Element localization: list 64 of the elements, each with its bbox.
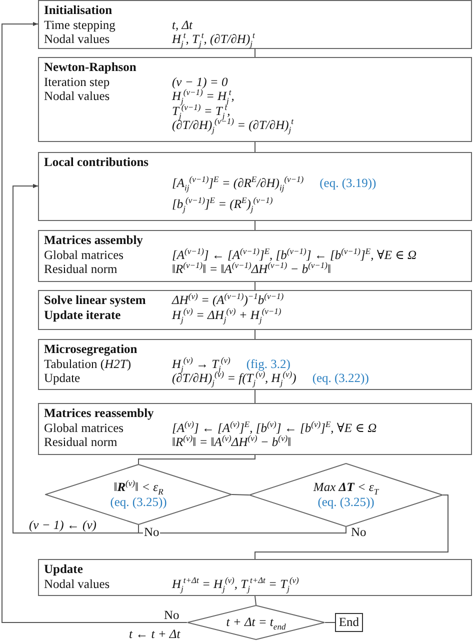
row-label: Solve linear system bbox=[44, 293, 147, 308]
connector-line bbox=[254, 330, 256, 340]
process-box bbox=[38, 290, 472, 330]
process-box bbox=[38, 559, 472, 596]
connector-line bbox=[324, 622, 336, 623]
connector-line bbox=[254, 48, 256, 58]
condition-text: ‖R$^{(ν)}$‖ < ε$_{R}$ bbox=[114, 480, 164, 494]
box-heading: Local contributions bbox=[44, 155, 150, 170]
formula: [A$^{(ν)}$] ← [A$^{(ν)}$]$^{E}$, [b$^{(ν)}$] ← [b$^{(ν)}$]$^{E}$, ∀E ∈ Ω bbox=[172, 420, 377, 435]
connector-line bbox=[254, 220, 256, 230]
box-heading: Matrices reassembly bbox=[44, 406, 155, 420]
formula: ‖R$^{(ν−1)}$‖ = ‖A$^{(ν−1)}$ΔH$^{(ν−1)}$ − b$^{(ν−1)}$‖ bbox=[172, 262, 332, 276]
process-box bbox=[38, 152, 472, 221]
connector-line bbox=[254, 390, 256, 404]
row-label: Nodal values bbox=[44, 576, 111, 591]
connector-line bbox=[254, 596, 256, 606]
box-heading: Matrices assembly bbox=[44, 233, 144, 248]
formula: ‖R$^{(ν)}$‖ = ‖A$^{(ν)}$ΔH$^{(ν)}$ − b$^{(ν)}$‖ bbox=[172, 435, 292, 450]
reference-link: (eq. (3.19)) bbox=[320, 176, 376, 190]
connector-line bbox=[254, 282, 256, 290]
process-box bbox=[38, 230, 472, 282]
reference-link: (fig. 3.2) bbox=[246, 356, 290, 371]
row-label: Update bbox=[44, 371, 82, 386]
formula: [A$^{(ν−1)}$] ← [A$^{(ν−1)}$]$^{E}$, [b$^{(ν−1)}$] ← [b$^{(ν−1)}$]$^{E}$, ∀E ∈ Ω bbox=[172, 248, 417, 262]
connector-line bbox=[232, 494, 250, 496]
formula: (ν − 1) = 0 bbox=[172, 74, 228, 89]
reference-link: (eq. (3.25)) bbox=[110, 494, 167, 510]
row-label: Nodal values bbox=[44, 89, 111, 105]
process-box bbox=[38, 403, 472, 455]
reference-link: (eq. (3.22)) bbox=[312, 371, 369, 386]
formula: T$_{j}$$^{(ν−1)}$ = T$_{j}$$^{t}$, bbox=[172, 104, 230, 118]
row-label: Global matrices bbox=[44, 420, 124, 435]
formula: ΔH$^{(ν)}$ = (A$^{(ν−1)}$)$^{−1}$b$^{(ν−1)}$ bbox=[172, 293, 284, 308]
condition-text: Max ΔT < ε$_{T}$ bbox=[313, 480, 379, 495]
row-label: Global matrices bbox=[44, 248, 124, 262]
row-label: Time stepping bbox=[44, 18, 116, 32]
row-label: Update iterate bbox=[44, 308, 122, 322]
box-heading: Update bbox=[44, 562, 84, 576]
row-label: Tabulation (H2T) bbox=[44, 356, 132, 371]
formula: (∂T/∂H)$_{j}$$^{(ν)}$ = f(T$_{j}$$^{(ν)}$, H$_{j}$$^{(ν)}$) bbox=[172, 371, 296, 386]
decision-diamond bbox=[187, 605, 325, 640]
connector-line bbox=[254, 494, 448, 560]
row-label: Iteration step bbox=[44, 74, 111, 89]
row-label: Residual norm bbox=[44, 435, 118, 450]
decision-diamond bbox=[249, 463, 443, 527]
process-box bbox=[38, 339, 472, 390]
process-box bbox=[38, 57, 472, 142]
edge-label: No bbox=[143, 526, 160, 539]
formula: H$_{j}$$^{(ν−1)}$ = H$_{j}$$^{t}$, bbox=[172, 89, 234, 104]
connector-line bbox=[138, 454, 256, 464]
arrow bbox=[2, 22, 188, 623]
edge-label: No bbox=[163, 609, 180, 622]
formula: t, Δt bbox=[172, 18, 193, 32]
condition-text: t + Δt = t$_{end}$ bbox=[226, 615, 286, 630]
box-heading: Initialisation bbox=[44, 3, 114, 18]
box-heading: Microsegregation bbox=[44, 342, 138, 356]
edge-label: No bbox=[350, 526, 368, 539]
connector-line bbox=[254, 142, 256, 152]
process-box bbox=[38, 0, 472, 49]
reference-link: (eq. (3.25)) bbox=[318, 495, 374, 510]
row-label: Nodal values bbox=[44, 32, 111, 46]
row-label: Residual norm bbox=[44, 262, 118, 276]
box-heading: Newton-Raphson bbox=[44, 60, 138, 74]
end-box: End bbox=[335, 613, 363, 632]
